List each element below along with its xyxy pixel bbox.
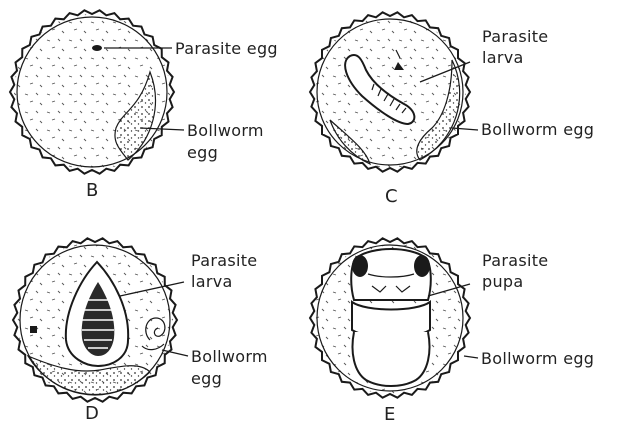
debris-mark (30, 326, 37, 333)
panel-d-host-label: Bollworm egg (191, 347, 273, 388)
panel-d-caption: D (85, 403, 99, 424)
panel-e-parasite-label: Parasite pupa (482, 251, 554, 291)
pupa-right-eye (414, 255, 430, 277)
panel-b-host-label: Bollworm egg (187, 121, 269, 162)
pupa-abdomen (353, 332, 430, 386)
panel-e-caption: E (384, 404, 395, 425)
egg-interior (314, 16, 466, 168)
leader-line (464, 356, 478, 358)
panel-d-parasite-label: Parasite larva (191, 251, 263, 291)
panel-c-parasite-label: Parasite larva (482, 27, 554, 67)
parasite-egg-shape (92, 45, 102, 51)
panel-c-host-label: Bollworm egg (481, 120, 594, 139)
panel-c: Parasite larva Bollworm egg C (310, 12, 594, 207)
panel-c-caption: C (385, 186, 398, 207)
panel-b: Parasite egg Bollworm egg B (10, 10, 278, 201)
panel-b-parasite-label: Parasite egg (175, 39, 278, 58)
pupa-left-eye (352, 255, 368, 277)
panel-b-caption: B (86, 180, 98, 201)
panel-e-host-label: Bollworm egg (481, 349, 594, 368)
panel-d: Parasite larva Bollworm egg D (13, 238, 273, 424)
panel-e: Parasite pupa Bollworm egg E (310, 238, 594, 425)
